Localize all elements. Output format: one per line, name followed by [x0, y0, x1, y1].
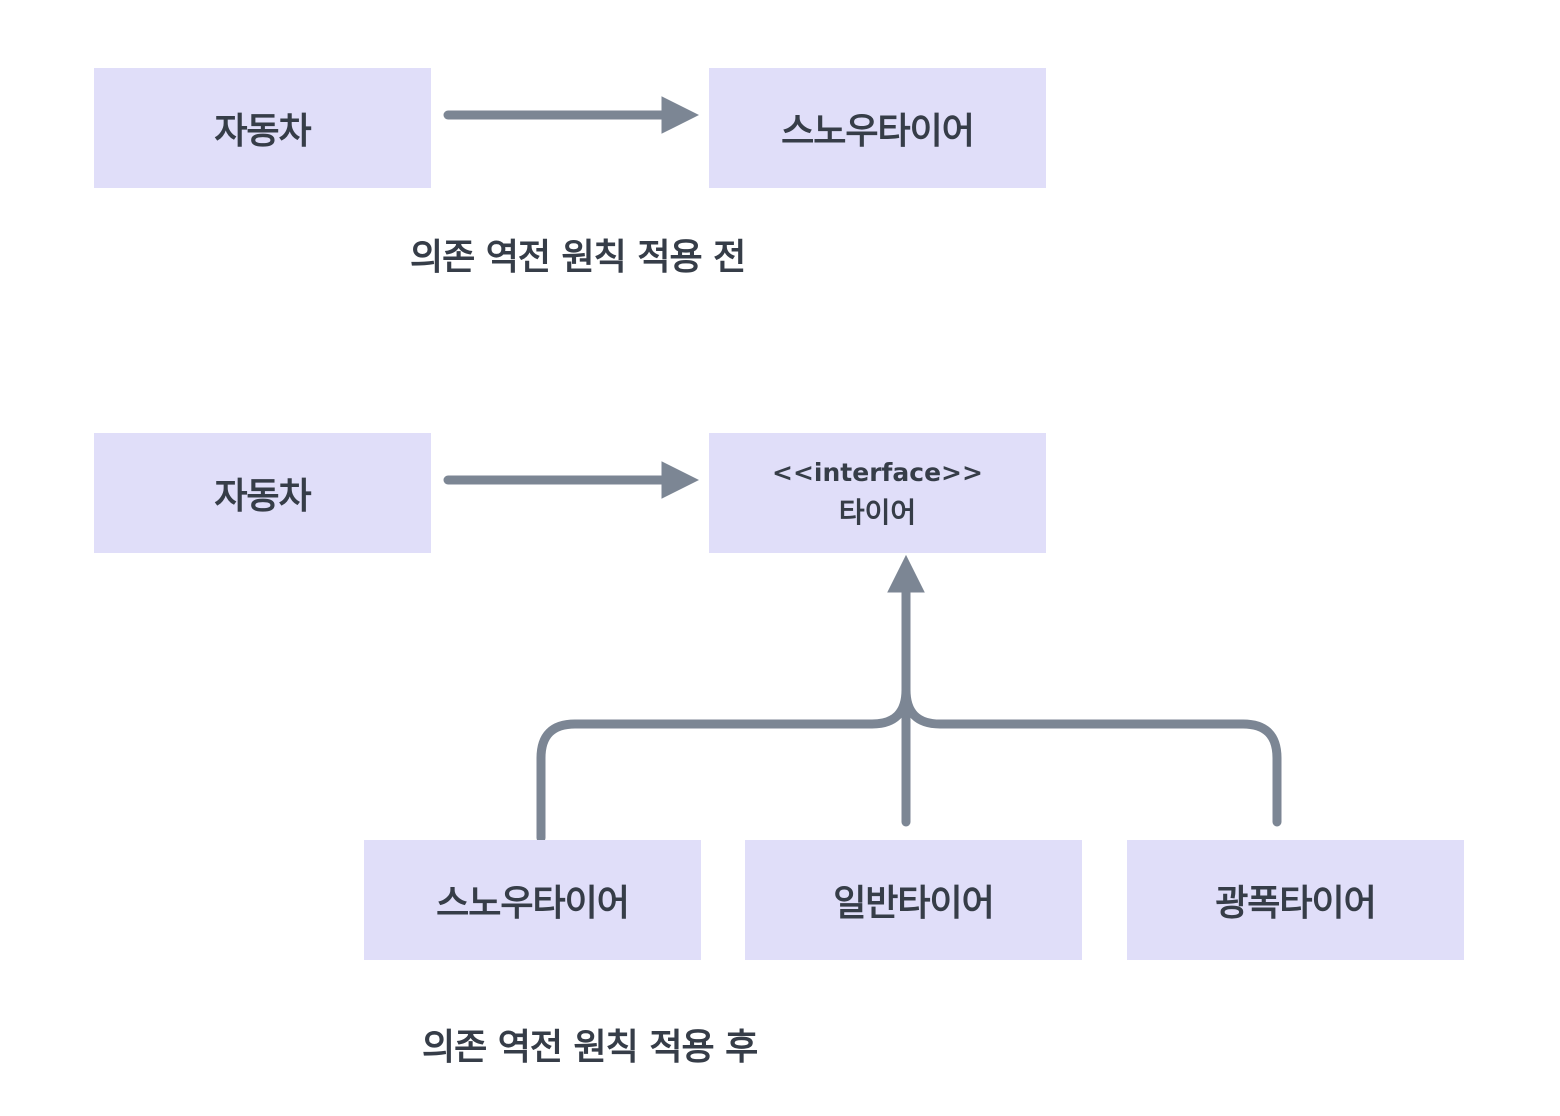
normal-tire-box: 일반타이어	[745, 840, 1082, 960]
snow-tire-box-before: 스노우타이어	[709, 68, 1046, 188]
implements-branch-wide-tire	[901, 685, 1282, 827]
wide-tire-box: 광폭타이어	[1127, 840, 1464, 960]
tire-interface-box: <<interface>> 타이어	[709, 433, 1046, 553]
car-box-after: 자동차	[94, 433, 431, 553]
implements-branch-snow-tire	[536, 685, 911, 843]
caption-after: 의존 역전 원칙 적용 후	[422, 1027, 758, 1068]
wide-tire-label: 광폭타이어	[1215, 883, 1377, 924]
caption-before: 의존 역전 원칙 적용 전	[410, 237, 746, 278]
snow-tire-label: 스노우타이어	[436, 883, 630, 924]
car-box-before: 자동차	[94, 68, 431, 188]
normal-tire-label: 일반타이어	[833, 883, 995, 924]
tire-interface-label: 타이어	[838, 496, 917, 529]
snow-tire-box: 스노우타이어	[364, 840, 701, 960]
snow-tire-label: 스노우타이어	[781, 111, 975, 152]
interface-stereotype: <<interface>>	[772, 458, 983, 487]
car-label: 자동차	[214, 111, 311, 152]
car-label: 자동차	[214, 476, 311, 517]
